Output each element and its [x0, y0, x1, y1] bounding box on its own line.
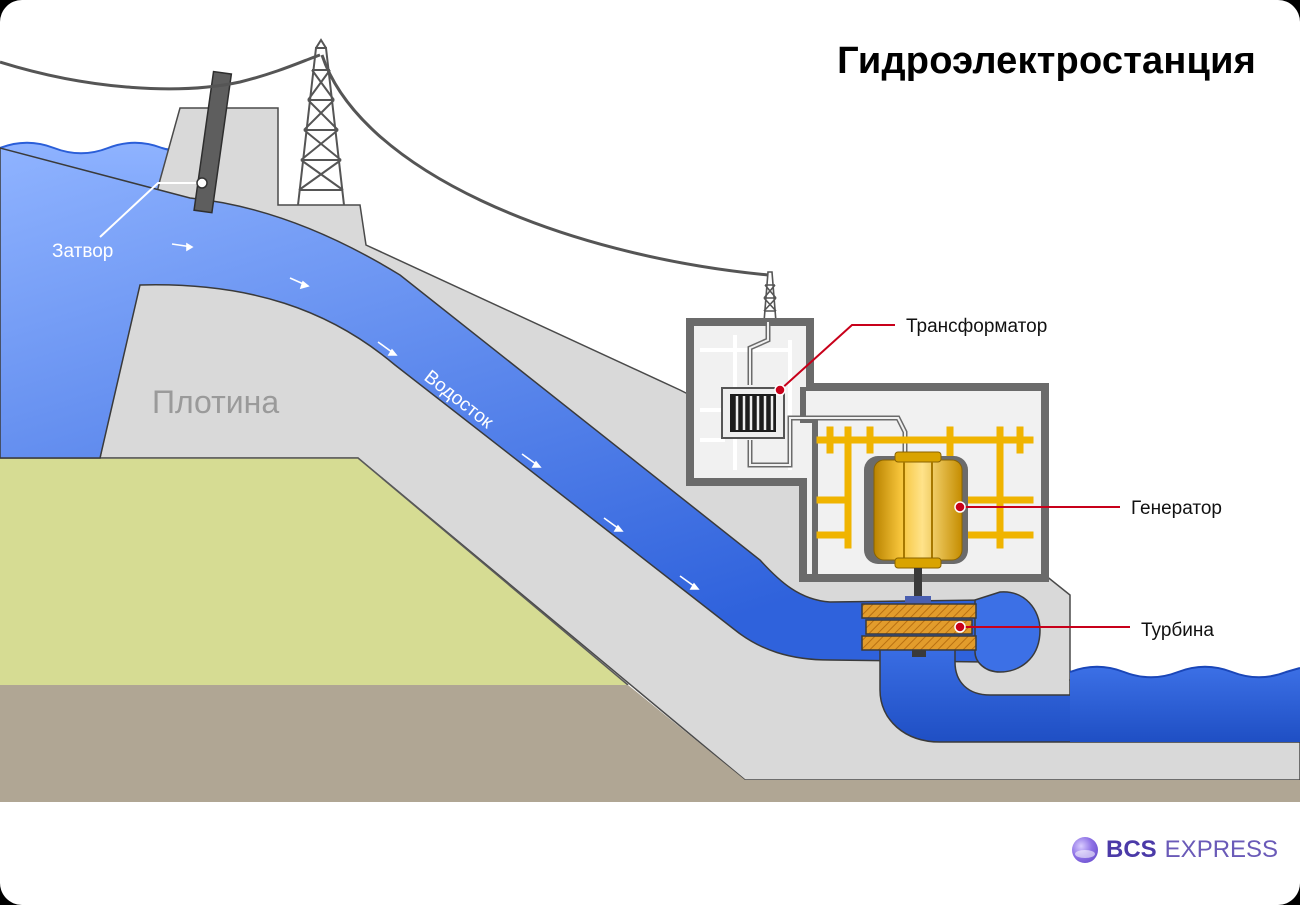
- transformer-label: Трансформатор: [906, 316, 1047, 337]
- turbine-label: Турбина: [1141, 620, 1214, 641]
- flow-arrows: [171, 242, 700, 590]
- logo-bold-text: BCS: [1106, 836, 1157, 863]
- small-tower: [763, 271, 777, 323]
- spiral-casing: [974, 591, 1041, 673]
- tailrace-water: [1070, 666, 1300, 742]
- power-line-right: [320, 54, 769, 277]
- generator-callout: [954, 501, 1120, 513]
- soil: [0, 685, 1300, 802]
- grass-hill: [0, 458, 628, 685]
- penstock: [0, 147, 986, 663]
- turbine: [861, 603, 977, 657]
- generator-label: Генератор: [1131, 498, 1222, 519]
- turbine-callout: [954, 621, 1130, 633]
- power-line-left: [0, 53, 321, 91]
- bcs-express-logo: BCS EXPRESS: [1072, 834, 1278, 866]
- generator: [864, 451, 968, 569]
- bcs-logo-icon: [1072, 837, 1098, 863]
- turbine-shaft: [914, 568, 922, 600]
- gate-label: Затвор: [52, 241, 113, 262]
- page-title: Гидроэлектростанция: [837, 40, 1256, 82]
- transformer: [721, 387, 785, 439]
- transformer-callout: [774, 324, 895, 396]
- dam-label: Плотина: [152, 384, 279, 420]
- transmission-tower: [297, 38, 345, 206]
- logo-light-text: EXPRESS: [1164, 836, 1279, 863]
- gate-callout: [99, 177, 208, 238]
- gate: [193, 70, 233, 214]
